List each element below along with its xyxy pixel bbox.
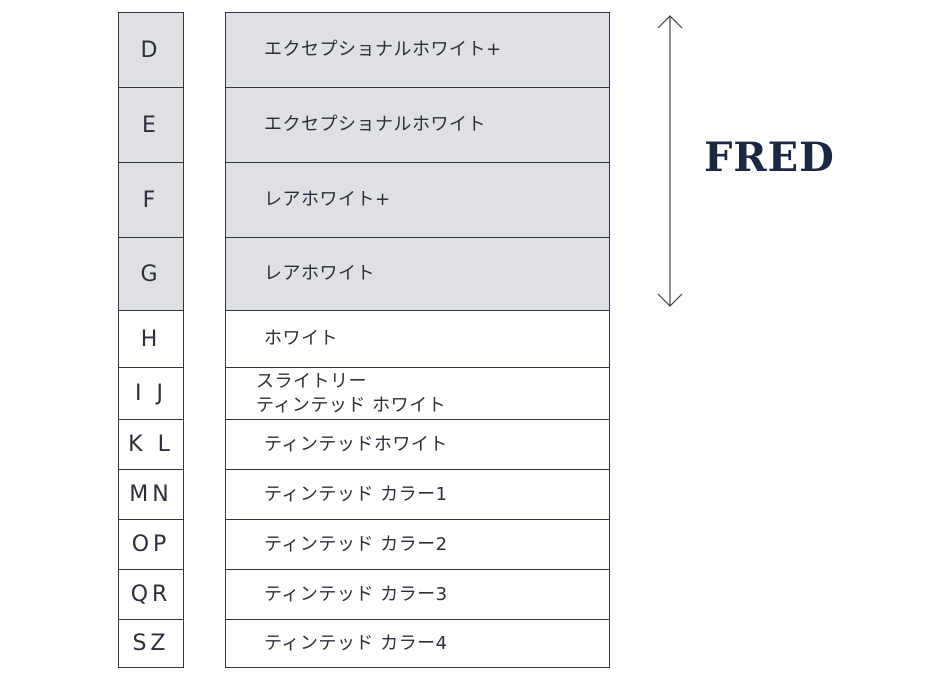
grade-description-cell-e: エクセプショナルホワイト [225,87,610,163]
grade-description-cell-h: ホワイト [225,310,610,368]
grade-code-cell-g: G [118,237,184,311]
grade-description-label: ホワイト [264,328,338,349]
grade-code-cell-kl: K L [118,419,184,470]
grade-description-cell-g: レアホワイト [225,237,610,311]
grade-code-cell-d: D [118,12,184,88]
grade-code-cell-mn: MN [118,469,184,520]
grade-description-label: ティンテッド カラー2 [264,533,448,555]
grade-description-cell-d: エクセプショナルホワイト+ [225,12,610,88]
grade-description-label: レアホワイト [264,263,375,284]
grade-code-cell-h: H [118,310,184,368]
grade-description-label: スライトリー ティンテッド ホワイト [256,370,447,416]
grade-code-label: F [142,187,160,213]
grade-description-label: ティンテッド カラー3 [264,583,448,605]
grade-code-cell-qr: QR [118,569,184,620]
grade-code-label: QR [130,582,172,607]
grade-code-cell-sz: SZ [118,619,184,668]
grade-description-cell-qr: ティンテッド カラー3 [225,569,610,620]
grade-description-cell-mn: ティンテッド カラー1 [225,469,610,520]
grade-code-cell-e: E [118,87,184,163]
grade-code-label: G [140,261,162,287]
grade-description-label: ティンテッド カラー4 [264,632,448,654]
grade-code-label: OP [131,532,171,557]
grade-description-column: エクセプショナルホワイト+ エクセプショナルホワイト レアホワイト+ レアホワイ… [225,12,610,668]
grade-code-label: H [140,326,162,352]
grade-code-label: K L [128,432,174,457]
grade-description-cell-kl: ティンテッドホワイト [225,419,610,470]
fred-logo-text: FRED [704,134,835,181]
fred-logo: FRED [704,130,844,186]
grade-code-cell-op: OP [118,519,184,570]
double-headed-vertical-arrow-icon [657,15,683,307]
grade-description-label: ティンテッドホワイト [264,433,448,455]
grade-description-cell-op: ティンテッド カラー2 [225,519,610,570]
grade-description-label: ティンテッド カラー1 [264,483,448,505]
grade-code-cell-f: F [118,162,184,238]
grade-code-label: I J [135,381,167,406]
grade-code-label: MN [129,482,173,507]
grade-code-label: E [142,112,160,138]
grade-code-column: D E F G H I J K L MN OP QR SZ [118,12,184,668]
grade-description-cell-f: レアホワイト+ [225,162,610,238]
range-arrow [655,12,685,310]
grade-description-label: エクセプショナルホワイト+ [264,39,502,60]
grade-code-label: D [140,37,162,63]
grade-code-cell-ij: I J [118,367,184,420]
grade-description-cell-sz: ティンテッド カラー4 [225,619,610,668]
grade-description-cell-ij: スライトリー ティンテッド ホワイト [225,367,610,420]
grade-description-label: エクセプショナルホワイト [264,114,486,135]
grade-code-label: SZ [132,631,170,656]
grade-description-label: レアホワイト+ [264,189,391,210]
